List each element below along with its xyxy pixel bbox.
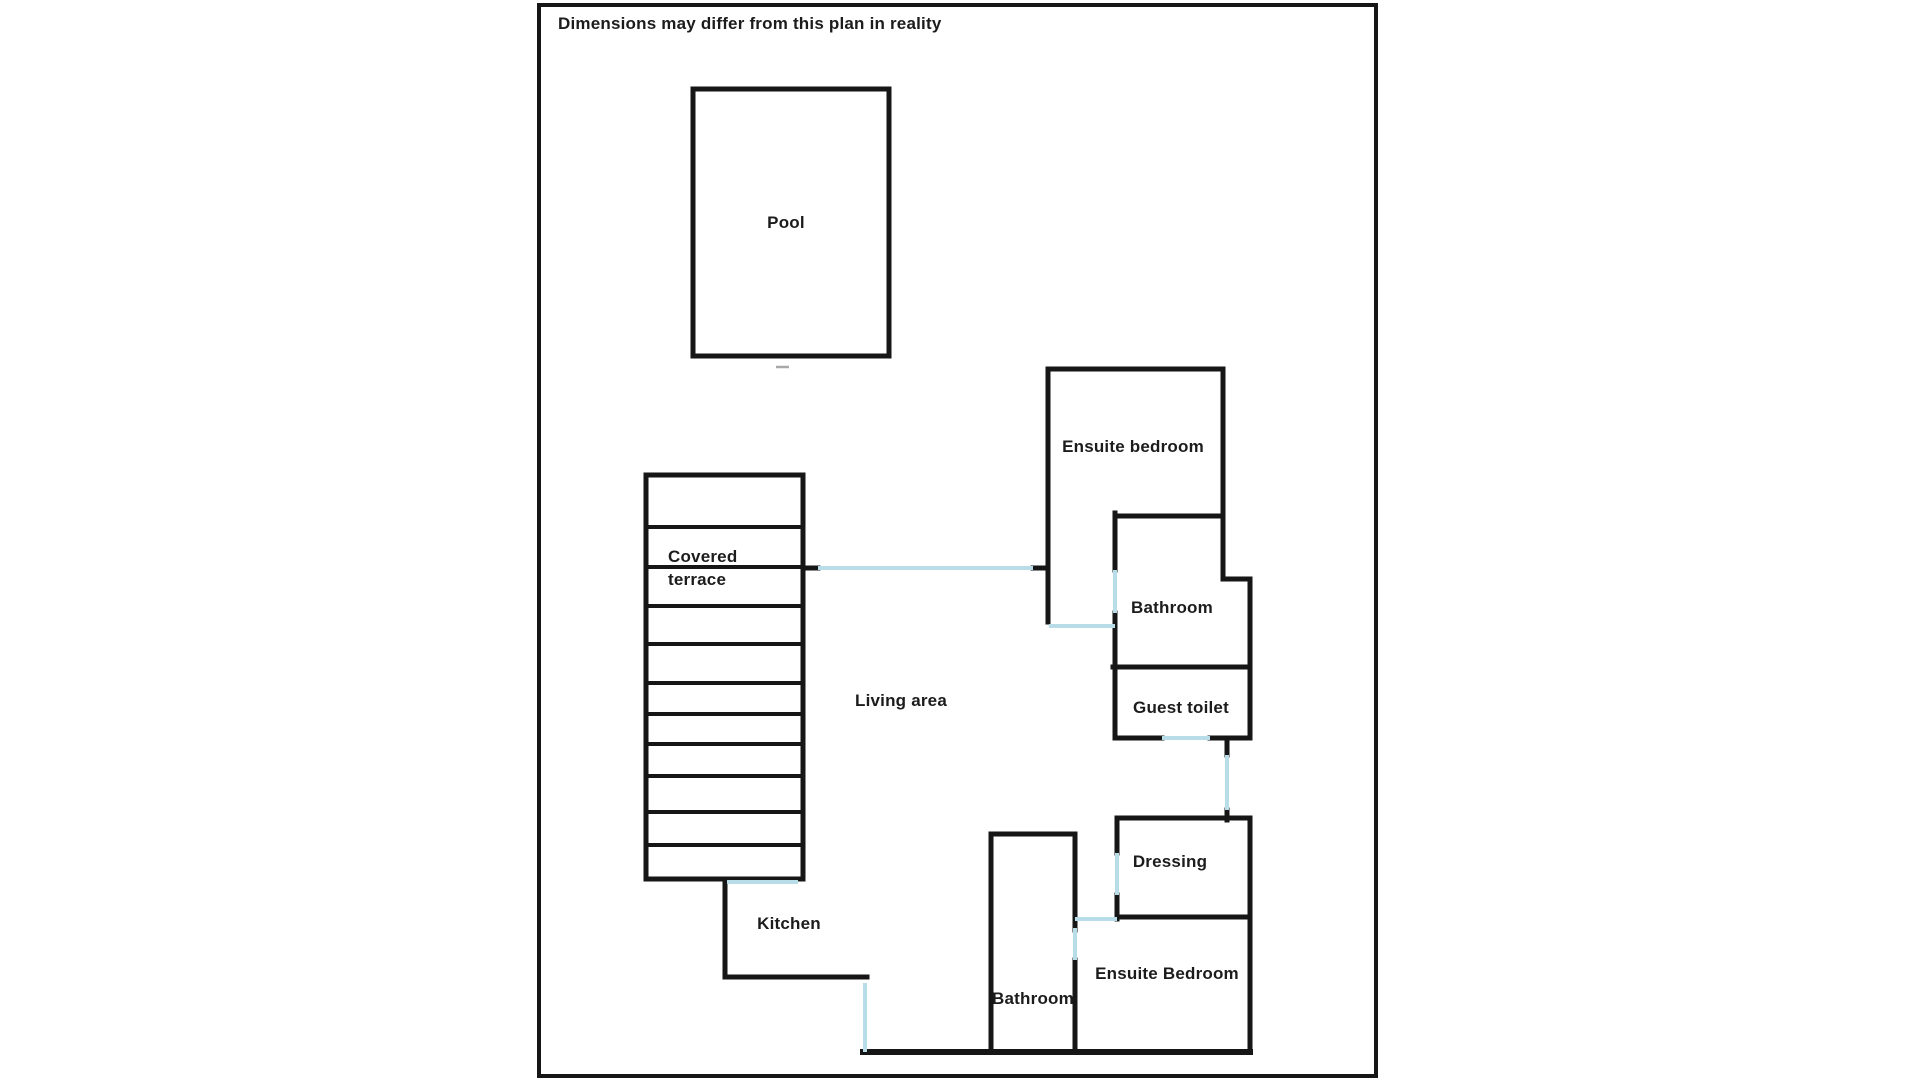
label-pool: Pool [767,213,805,232]
pool-outline [690,86,892,359]
label-covered-terrace-line1: Covered [668,547,738,566]
label-kitchen: Kitchen [757,914,821,933]
label-ensuite-bedroom-top: Ensuite bedroom [1062,437,1204,456]
label-dressing: Dressing [1132,852,1208,871]
label-guest-toilet: Guest toilet [1133,698,1229,717]
label-bathroom-bottom: Bathroom [992,989,1074,1008]
disclaimer-text: Dimensions may differ from this plan in … [558,14,942,33]
label-ensuite-bedroom-bottom: Ensuite Bedroom [1095,964,1239,983]
label-covered-terrace-line2: terrace [668,570,727,589]
plan-border [537,3,1378,1078]
label-living-area: Living area [855,691,947,710]
terrace-outline [643,472,806,882]
label-bathroom-top: Bathroom [1131,598,1213,617]
